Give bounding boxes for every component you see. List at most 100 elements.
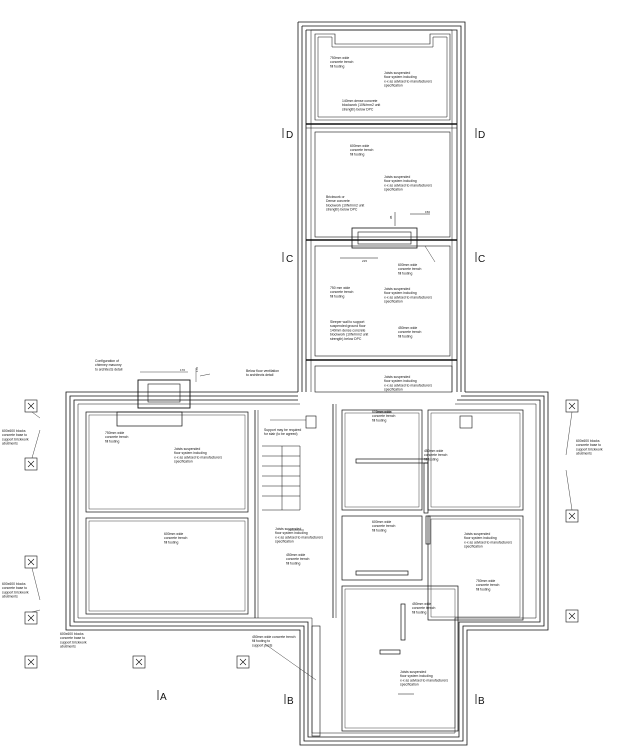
note-line: floor system including	[384, 379, 417, 383]
note-line: floor system including	[464, 536, 497, 540]
note-line: support brickwork	[576, 447, 603, 451]
note-line: concrete trench	[424, 453, 447, 457]
note-line: concrete trench	[476, 583, 499, 587]
note-line: fill footing	[350, 152, 364, 156]
note-line: fill footing	[398, 334, 412, 338]
note-line: x-x as advised to manufacturers	[400, 678, 448, 682]
note-line: strength) below DPC	[330, 337, 362, 341]
note-line: 600mm wide	[398, 263, 417, 267]
grid-label-d-left: D	[286, 130, 293, 141]
note-line: 450mm wide	[412, 602, 431, 606]
note-line: floor system including	[384, 291, 417, 295]
note-line: specification	[384, 388, 403, 392]
stair	[262, 445, 301, 511]
note-line: 600mm wide	[372, 410, 391, 414]
note-line: 600mm wide	[372, 520, 391, 524]
note-line: fill footing to	[252, 639, 270, 643]
grid-label-c-left: C	[286, 254, 293, 265]
note-line: support brickwork	[60, 640, 87, 644]
note-line: blockwork (10N/mm2 unit	[326, 203, 364, 207]
note-line: Brickwork or	[326, 195, 346, 199]
note-line: 600mm wide	[164, 532, 183, 536]
note-line: fill footing	[286, 561, 300, 565]
note-line: 140mm dense concrete	[330, 328, 366, 332]
note-line: Joists suspended	[400, 670, 426, 674]
dim-flue-c: 95	[389, 215, 393, 219]
note-line: Joists suspended	[275, 527, 301, 531]
note-line: Dense concrete	[326, 199, 350, 203]
note-line: concrete trench	[286, 557, 309, 561]
note-line: floor system including	[275, 531, 308, 535]
note-line: abutments	[2, 442, 18, 446]
note-line: concrete trench	[330, 60, 353, 64]
note-line: specification	[400, 683, 419, 687]
note-line: 750mm wide	[476, 579, 495, 583]
flue-box	[351, 227, 418, 249]
note-line: Joists suspended	[464, 532, 490, 536]
note-line: floor system including	[384, 179, 417, 183]
note-line: specification	[275, 540, 294, 544]
note-line: 450mm wide concrete trench	[252, 635, 296, 639]
dim-chimney-h: 170	[195, 367, 199, 372]
note-line: fill footing	[330, 64, 344, 68]
grid-label-c-right: C	[478, 254, 485, 265]
note-line: x-x as advised to manufacturers	[384, 183, 432, 187]
note-line: concrete base to	[2, 586, 27, 590]
note-line: x-x as advised to manufacturers	[384, 383, 432, 387]
note-line: strength) below DPC	[326, 208, 358, 212]
note-line: support brickwork	[2, 437, 29, 441]
note-line: chimney masonry	[95, 363, 122, 367]
note-line: concrete base to	[2, 433, 27, 437]
note-line: concrete trench	[372, 414, 395, 418]
note-line: 750mm wide	[330, 56, 349, 60]
note-line: abutments	[2, 595, 18, 599]
note-line: specification	[384, 188, 403, 192]
north-extension-walls	[297, 21, 466, 392]
note-line: specification	[384, 300, 403, 304]
note-line: concrete trench	[105, 435, 128, 439]
note-line: fill footing	[105, 439, 119, 443]
chimney	[137, 379, 191, 409]
note-line: blockwork (10N/mm2 unit	[330, 333, 368, 337]
note-line: concrete trench	[330, 290, 353, 294]
note-line: suspended ground floor	[330, 324, 366, 328]
grid-label-d-right: D	[478, 130, 485, 141]
note-line: concrete base to	[576, 443, 601, 447]
note-line: x-x as advised to manufacturers	[174, 455, 222, 459]
note-line: 600x600 blocks	[2, 429, 26, 433]
note-line: 600x600 blocks	[576, 439, 600, 443]
note-line: floor system including	[384, 75, 417, 79]
note-line: 450mm wide	[424, 449, 443, 453]
note-line: 600x600 blocks	[2, 582, 26, 586]
note-line: to architects detail	[246, 373, 274, 377]
note-line: fill footing	[476, 587, 490, 591]
note-line: floor system including	[400, 674, 433, 678]
note-line: fill footing	[398, 271, 412, 275]
note-line: 600x600 blocks	[60, 632, 84, 636]
pad-bases	[24, 399, 579, 669]
